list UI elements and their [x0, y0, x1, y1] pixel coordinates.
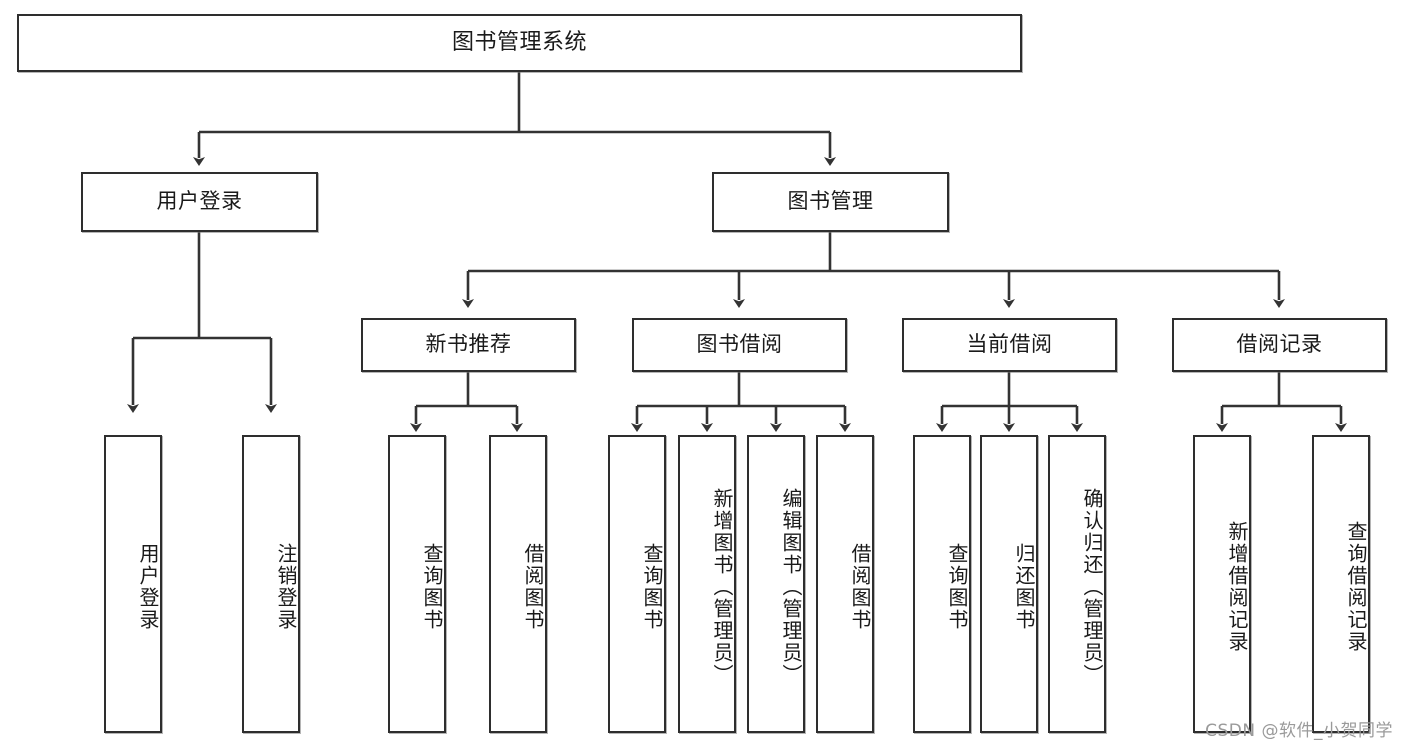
leaf-current-borrow-return[interactable]: 归还图书	[980, 435, 1038, 733]
node-book-management[interactable]: 图书管理	[712, 172, 949, 232]
node-label: 图书管理	[787, 189, 874, 214]
leaf-book-borrow-edit[interactable]: 编辑图书（管理员）	[747, 435, 805, 733]
node-label: 新书推荐	[425, 332, 512, 357]
leaf-new-book-query[interactable]: 查询图书	[388, 435, 446, 733]
node-label: 编辑图书（管理员）	[779, 488, 803, 686]
node-borrow-record[interactable]: 借阅记录	[1172, 318, 1387, 372]
node-label: 图书借阅	[696, 332, 783, 357]
leaf-user-login-signin[interactable]: 用户登录	[104, 435, 162, 733]
node-label: 查询图书	[945, 543, 969, 631]
node-root-system[interactable]: 图书管理系统	[17, 14, 1022, 72]
node-label: 当前借阅	[966, 332, 1053, 357]
node-label: 查询借阅记录	[1344, 521, 1368, 653]
leaf-current-borrow-query[interactable]: 查询图书	[913, 435, 971, 733]
leaf-book-borrow-query[interactable]: 查询图书	[608, 435, 666, 733]
node-label: 新增图书（管理员）	[710, 488, 734, 686]
node-label: 归还图书	[1012, 543, 1036, 631]
leaf-book-borrow-add[interactable]: 新增图书（管理员）	[678, 435, 736, 733]
node-label: 查询图书	[420, 543, 444, 631]
node-label: 借阅图书	[848, 543, 872, 631]
node-label: 借阅图书	[521, 543, 545, 631]
node-label: 查询图书	[640, 543, 664, 631]
leaf-book-borrow-borrow[interactable]: 借阅图书	[816, 435, 874, 733]
node-new-book-recommend[interactable]: 新书推荐	[361, 318, 576, 372]
csdn-watermark: CSDN @软件_小贺同学	[1205, 721, 1393, 741]
leaf-new-book-borrow[interactable]: 借阅图书	[489, 435, 547, 733]
leaf-borrow-record-add[interactable]: 新增借阅记录	[1193, 435, 1251, 733]
node-label: 用户登录	[136, 543, 160, 631]
node-label: 新增借阅记录	[1225, 521, 1249, 653]
node-label: 用户登录	[156, 189, 243, 214]
node-current-borrow[interactable]: 当前借阅	[902, 318, 1117, 372]
leaf-user-login-signout[interactable]: 注销登录	[242, 435, 300, 733]
node-label: 借阅记录	[1236, 332, 1323, 357]
node-label: 确认归还（管理员）	[1080, 488, 1104, 686]
node-book-borrow[interactable]: 图书借阅	[632, 318, 847, 372]
leaf-current-borrow-confirm-return[interactable]: 确认归还（管理员）	[1048, 435, 1106, 733]
leaf-borrow-record-query[interactable]: 查询借阅记录	[1312, 435, 1370, 733]
node-label: 图书管理系统	[451, 29, 587, 55]
node-label: 注销登录	[274, 543, 298, 631]
node-user-login[interactable]: 用户登录	[81, 172, 318, 232]
